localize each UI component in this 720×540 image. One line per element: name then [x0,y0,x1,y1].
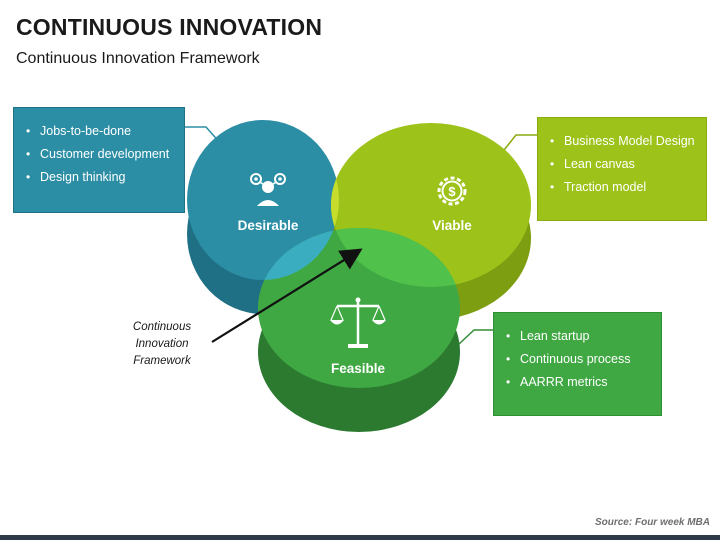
viable-info-box: Business Model Design Lean canvas Tracti… [537,117,707,221]
balance-scale-icon [330,297,386,348]
viable-list-item: Lean canvas [550,153,696,176]
svg-text:$: $ [448,184,456,199]
feasible-info-box: Lean startup Continuous process AARRR me… [493,312,662,416]
feasible-list-item: Continuous process [506,348,651,371]
dollar-gear-icon: $ [437,176,467,206]
page-subtitle: Continuous Innovation Framework [16,50,260,67]
source-note: Source: Four week MBA [594,517,710,528]
viable-label: Viable [432,218,472,233]
feasible-connector [457,329,493,346]
desirable-label: Desirable [238,218,299,233]
feasible-list-item: AARRR metrics [506,371,651,394]
viable-list-item: Traction model [550,176,696,199]
viable-list-item: Business Model Design [550,130,696,153]
viable-feasible-overlap [331,228,460,287]
center-arrow [211,248,363,343]
center-label-line2: Innovation [135,338,188,350]
bottom-bar [0,535,720,540]
feasible-label: Feasible [331,361,386,376]
viable-list: Business Model Design Lean canvas Tracti… [550,130,696,199]
center-label-line1: Continuous [133,321,191,333]
center-label-line3: Framework [133,355,192,367]
users-network-icon [250,173,286,206]
desirable-list-item: Jobs-to-be-done [26,120,174,143]
feasible-list: Lean startup Continuous process AARRR me… [506,325,651,394]
viable-connector [499,134,537,156]
desirable-circle [187,120,339,280]
desirable-info-box: Jobs-to-be-done Customer development Des… [13,107,185,213]
desirable-list-item: Customer development [26,143,174,166]
feasible-list-item: Lean startup [506,325,651,348]
desirable-list-item: Design thinking [26,166,174,189]
desirable-list: Jobs-to-be-done Customer development Des… [26,120,174,189]
page-title: CONTINUOUS INNOVATION [16,14,323,40]
